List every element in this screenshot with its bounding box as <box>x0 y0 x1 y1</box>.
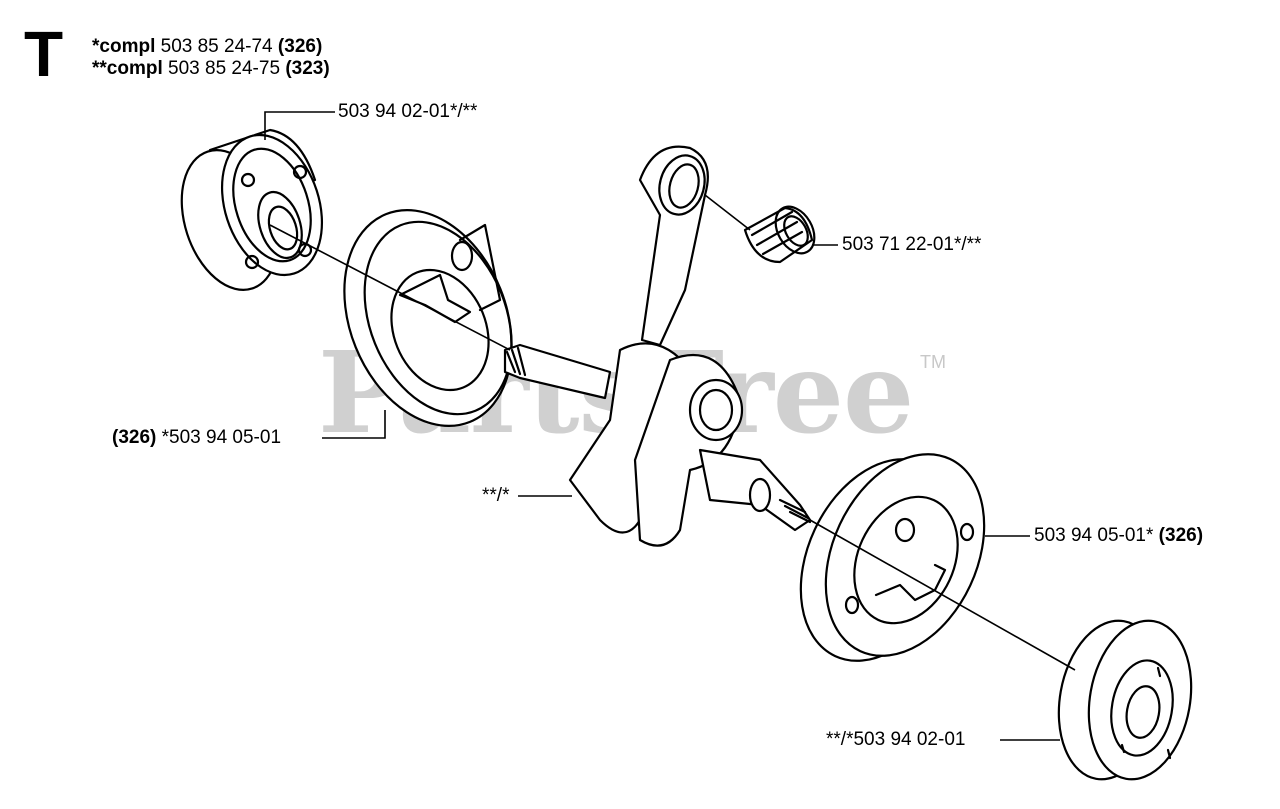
axis-line-1 <box>269 224 511 351</box>
callout-needle-bearing[interactable]: 503 71 22-01*/** <box>842 234 982 255</box>
header-2-number: 503 85 24-75 <box>168 58 281 79</box>
leader-bearing-top <box>264 111 335 140</box>
callout-bearing-top[interactable]: 503 94 02-01*/** <box>338 101 478 122</box>
callout-crankshaft[interactable]: **/* <box>482 485 510 506</box>
section-letter: T <box>24 18 64 90</box>
needle-bearing <box>743 205 816 264</box>
header-1-ref: (326) <box>277 36 323 57</box>
leader-flywheel-left <box>322 410 386 439</box>
callout-flywheel-right[interactable]: 503 94 05-01* (326) <box>1034 525 1203 547</box>
header-line-2: **compl 503 85 24-75 (323) <box>92 58 330 80</box>
callout-bearing-bottom[interactable]: **/*503 94 02-01 <box>826 729 966 750</box>
header-1-prefix: *compl <box>92 36 156 57</box>
callout-flywheel-left-ref: (326) <box>112 427 157 448</box>
header-2-prefix: **compl <box>92 58 163 79</box>
callout-flywheel-left[interactable]: (326) *503 94 05-01 <box>112 427 281 449</box>
axis-line-2 <box>704 194 751 231</box>
header-line-1: *compl 503 85 24-74 (326) <box>92 36 322 58</box>
header-1-number: 503 85 24-74 <box>160 36 273 57</box>
trademark-mark: TM <box>920 352 946 372</box>
callout-flywheel-left-number: *503 94 05-01 <box>161 427 282 448</box>
ball-bearing-top <box>180 128 324 291</box>
callout-flywheel-right-number: 503 94 05-01* <box>1034 525 1154 546</box>
crankshaft <box>503 145 812 547</box>
flywheel-half-right <box>799 453 986 662</box>
axis-line-3 <box>809 519 1076 671</box>
flywheel-half-left <box>343 209 513 427</box>
callout-flywheel-right-ref: (326) <box>1158 525 1204 546</box>
header-2-ref: (323) <box>285 58 330 79</box>
ball-bearing-bottom <box>1057 619 1193 781</box>
